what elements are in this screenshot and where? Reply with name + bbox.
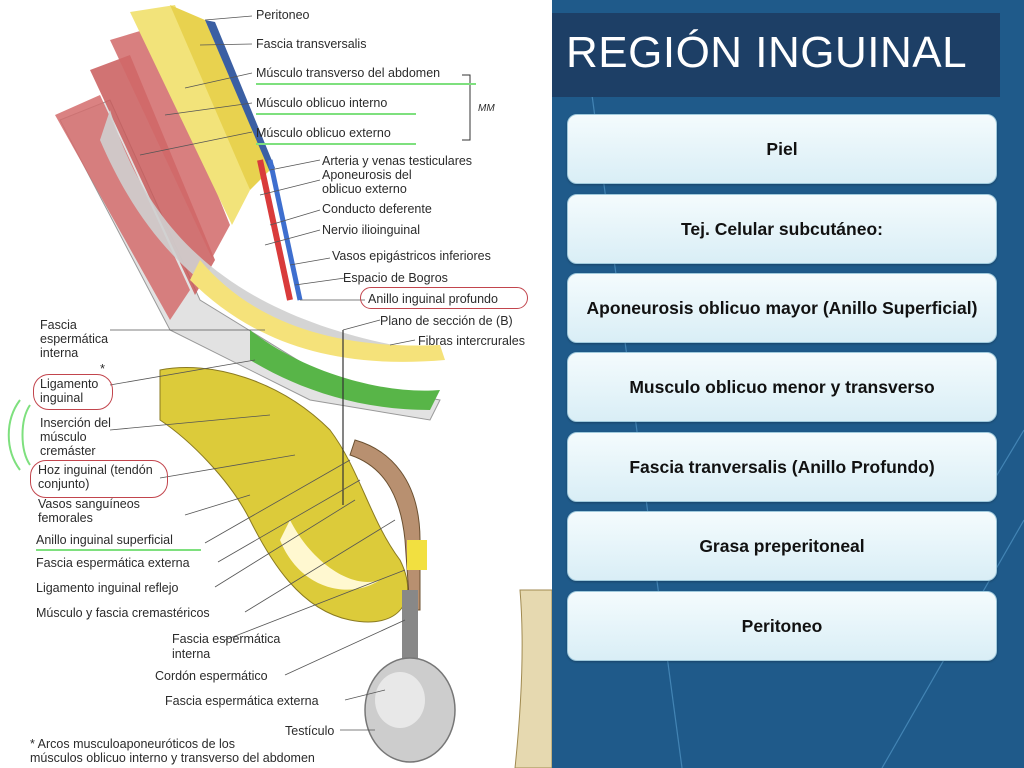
label-fascia-esp-externa-2: Fascia espermática externa xyxy=(165,694,319,708)
label-conducto-deferente: Conducto deferente xyxy=(322,202,432,216)
label-musculo-transverso: Músculo transverso del abdomen xyxy=(256,66,441,80)
label-ligamento-inguinal: Ligamento inguinal xyxy=(40,377,99,405)
layer-label: Peritoneo xyxy=(741,616,823,636)
layer-box: Tej. Celular subcutáneo: xyxy=(567,194,997,264)
anatomy-illustration: Peritoneo Fascia transversalis Músculo t… xyxy=(0,0,552,768)
label-testiculo: Testículo xyxy=(285,724,335,738)
layer-label: Piel xyxy=(766,139,798,159)
label-anillo-profundo: Anillo inguinal profundo xyxy=(368,292,498,306)
highlight-mark xyxy=(256,83,476,85)
label-fascia-esp-externa: Fascia espermática externa xyxy=(36,556,190,570)
handwritten-note: MM xyxy=(478,103,495,114)
label-arteria-venas: Arteria y venas testiculares xyxy=(322,154,473,168)
label-fascia-espermatica-interna: Fascia espermática interna xyxy=(40,318,109,360)
label-footnote-1: * Arcos musculoaponeuróticos de los xyxy=(30,737,235,751)
inguinal-cross-section-drawing xyxy=(7,5,552,768)
layer-box: Peritoneo xyxy=(567,591,997,661)
label-musculo-cremastericos: Músculo y fascia cremastéricos xyxy=(36,606,210,620)
highlight-ring xyxy=(30,460,168,498)
highlight-ring xyxy=(33,374,113,410)
label-footnote-2: músculos oblicuo interno y transverso de… xyxy=(30,751,315,765)
label-plano-seccion: Plano de sección de (B) xyxy=(380,314,513,328)
layer-box: Musculo oblicuo menor y transverso xyxy=(567,352,997,422)
highlight-mark xyxy=(256,143,416,145)
fascia-transversalis-layer xyxy=(130,5,250,225)
layer-box: Aponeurosis oblicuo mayor (Anillo Superf… xyxy=(567,273,997,343)
label-peritoneo: Peritoneo xyxy=(256,8,310,22)
layer-label: Fascia tranversalis (Anillo Profundo) xyxy=(629,457,935,477)
label-fibras-intercrurales: Fibras intercrurales xyxy=(418,334,525,348)
label-hoz-inguinal: Hoz inguinal (tendón conjunto) xyxy=(38,463,153,491)
external-oblique-muscle xyxy=(55,95,190,320)
leader-lines-right xyxy=(139,15,416,346)
layer-label: Grasa preperitoneal xyxy=(699,536,865,556)
label-aponeurosis-2: oblicuo externo xyxy=(322,182,407,196)
label-vasos-epigastricos: Vasos epigástricos inferiores xyxy=(332,249,491,263)
highlight-mark xyxy=(256,113,416,115)
label-fascia-transversalis: Fascia transversalis xyxy=(256,37,367,51)
label-fascia-esp-interna-2: interna xyxy=(172,647,211,661)
highlight-mark xyxy=(36,549,201,551)
layer-box: Piel xyxy=(567,114,997,184)
label-fascia-esp-interna-1: Fascia espermática xyxy=(172,632,281,646)
page-title: REGIÓN INGUINAL xyxy=(566,28,968,77)
label-nervio-ilioinguinal: Nervio ilioinguinal xyxy=(322,223,420,237)
label-espacio-bogros: Espacio de Bogros xyxy=(343,271,448,285)
peritoneum-layer xyxy=(170,5,270,190)
label-anillo-superficial: Anillo inguinal superficial xyxy=(36,533,173,547)
label-vasos-femorales: Vasos sanguíneos femorales xyxy=(38,497,140,525)
label-ligamento-reflejo: Ligamento inguinal reflejo xyxy=(36,581,179,595)
label-cordon-espermatico: Cordón espermático xyxy=(155,669,268,683)
asterisk-mark: * xyxy=(100,361,106,376)
peritoneum-lining xyxy=(205,20,275,172)
layer-box: Fascia tranversalis (Anillo Profundo) xyxy=(567,432,997,502)
label-aponeurosis-1: Aponeurosis del xyxy=(322,168,412,182)
label-insercion-cremaster: Inserción del músculo cremáster xyxy=(40,416,111,458)
transverse-abdominal-muscle xyxy=(110,28,230,258)
layer-label: Aponeurosis oblicuo mayor (Anillo Superf… xyxy=(586,298,978,318)
title-bar xyxy=(552,13,1000,97)
layer-box: Grasa preperitoneal xyxy=(567,511,997,581)
layer-label: Tej. Celular subcutáneo: xyxy=(681,219,883,239)
highlight-ring xyxy=(360,287,528,309)
leader-lines-left xyxy=(109,329,406,731)
layer-label: Musculo oblicuo menor y transverso xyxy=(629,377,935,397)
internal-oblique-muscle xyxy=(90,55,215,295)
label-oblicuo-interno: Músculo oblicuo interno xyxy=(256,96,388,110)
label-oblicuo-externo: Músculo oblicuo externo xyxy=(256,126,391,140)
conjoint-tendon xyxy=(250,330,440,410)
